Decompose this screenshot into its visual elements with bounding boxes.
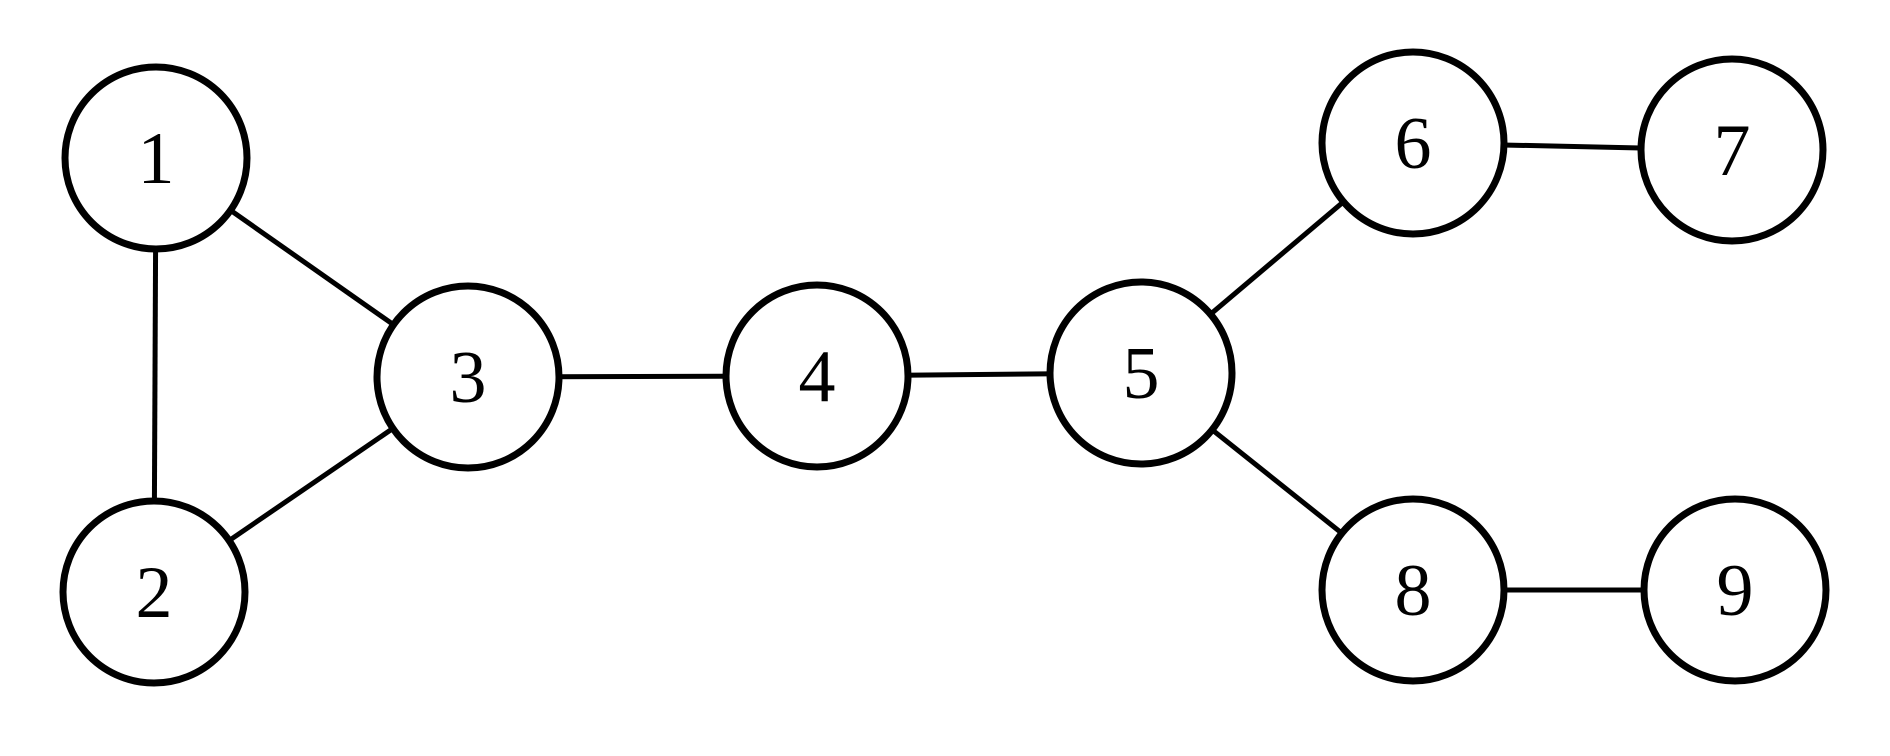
node-3 [373, 282, 563, 472]
node-2 [59, 497, 249, 687]
node-8 [1318, 495, 1508, 685]
node-9-label: 9 [1717, 550, 1754, 632]
node-4 [722, 281, 912, 471]
node-6-label: 6 [1395, 103, 1432, 185]
node-5 [1046, 278, 1236, 468]
node-7-label: 7 [1714, 110, 1751, 192]
node-9 [1640, 495, 1830, 685]
node-1-label: 1 [138, 118, 175, 200]
node-5-label: 5 [1123, 333, 1160, 415]
node-6 [1318, 48, 1508, 238]
node-3-label: 3 [450, 337, 487, 419]
node-1 [61, 63, 251, 253]
node-2-label: 2 [136, 552, 173, 634]
node-8-label: 8 [1395, 550, 1432, 632]
node-4-label: 4 [799, 336, 836, 418]
node-7 [1637, 55, 1827, 245]
